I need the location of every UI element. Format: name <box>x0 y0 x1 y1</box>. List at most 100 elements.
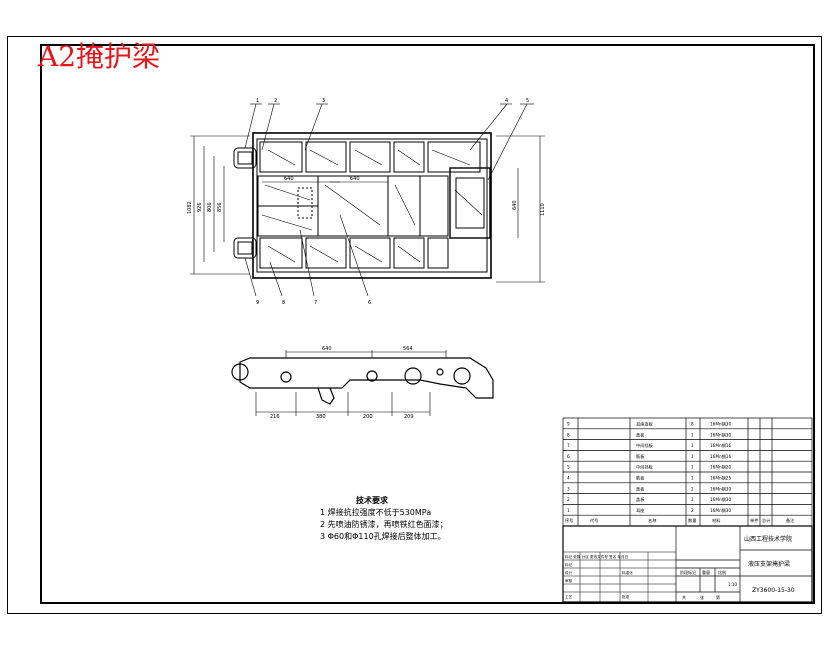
bom-header-total_weight: 总计 <box>762 517 770 524</box>
center-plate <box>297 187 313 219</box>
drawing-stamp-title: A2掩护梁 <box>38 40 161 73</box>
side-hole-2 <box>366 370 378 382</box>
outer-border <box>7 36 822 614</box>
bom-cell-material: 16Mn钢30 <box>710 431 731 438</box>
bom-cell-name: 盖板 <box>636 485 645 492</box>
bom-cell-qty: 1 <box>691 432 694 437</box>
bom-cell-material: 16Mn钢20 <box>710 464 731 471</box>
sheet-a: 共 <box>682 594 686 600</box>
school-name: 山西工程技术学院 <box>744 535 792 543</box>
note-2: 2 先喷油防锈漆，再喷铁红色面漆； <box>320 520 448 529</box>
side-hole-small <box>436 368 444 376</box>
side-view <box>231 350 494 416</box>
row-process: 工艺 <box>565 594 573 599</box>
drawing-frame <box>40 44 815 604</box>
std-label: 标准化 <box>622 570 633 575</box>
side-dim-216: 216 <box>270 414 280 420</box>
callout-9: 9 <box>256 300 259 306</box>
bom-cell-qty: 2 <box>691 508 694 513</box>
side-hole-3 <box>404 367 422 385</box>
side-hook <box>317 387 335 405</box>
plan-dim-lines <box>190 135 545 283</box>
technical-notes: 技术要求 1 焊接抗拉强度不低于530MPa 2 先喷油防锈漆，再喷铁红色面漆；… <box>320 495 448 543</box>
scale-value: 1:10 <box>728 582 737 587</box>
bom-cell-material: 16Mn钢25 <box>710 475 731 482</box>
bom-cell-no: 4 <box>567 476 570 481</box>
side-dim-lines <box>255 350 447 416</box>
side-hole-4 <box>453 367 471 385</box>
bom-header-unit_weight: 单件 <box>750 517 758 524</box>
bom-cell-material: 16Mn钢30 <box>710 496 731 503</box>
side-dim-209: 209 <box>404 414 414 420</box>
bom-header-code: 代号 <box>590 517 598 524</box>
bom-cell-no: 8 <box>567 432 570 437</box>
weld-marks <box>261 149 483 263</box>
title-block <box>562 525 813 603</box>
note-1: 1 焊接抗拉强度不低于530MPa <box>320 508 432 517</box>
side-hole-1 <box>280 371 292 383</box>
bom-header-material: 材料 <box>712 517 721 524</box>
bom-cell-qty: 1 <box>691 454 694 459</box>
scale-label: 比例 <box>718 569 726 575</box>
plan-inner-outline <box>256 138 488 273</box>
bom-cell-no: 3 <box>567 486 570 491</box>
dim-926: 926 <box>197 202 203 212</box>
callout-6: 6 <box>368 300 371 306</box>
weight-label: 重量 <box>702 569 710 575</box>
side-dim-640: 640 <box>322 346 332 352</box>
sheet-c: 第 <box>716 594 720 600</box>
bom-cell-no: 7 <box>567 443 570 448</box>
bom-cell-qty: 2 <box>691 486 694 491</box>
bom-cell-qty: 1 <box>691 497 694 502</box>
side-dim-380: 380 <box>316 414 326 420</box>
plan-outline <box>252 132 492 279</box>
dim-640-b: 640 <box>350 176 360 182</box>
bom-table <box>562 417 813 527</box>
bom-cell-material: 16Mn钢30 <box>710 485 731 492</box>
bom-cell-qty: 1 <box>691 476 694 481</box>
bom-header-remark: 备注 <box>786 517 795 524</box>
drawing-name: 液压支架掩护梁 <box>748 560 790 568</box>
right-end-box <box>449 167 491 239</box>
bom-cell-name: 耳座连板 <box>636 421 654 428</box>
side-dim-564: 564 <box>403 346 413 352</box>
callout-5: 5 <box>526 98 529 104</box>
bom-cell-qty: 1 <box>691 443 694 448</box>
bom-cell-material: 16Mn钢30 <box>710 507 731 514</box>
callout-7: 7 <box>314 300 317 306</box>
lug-pin-top <box>237 151 253 165</box>
stage-label: 阶段标记 <box>680 569 696 575</box>
drawing-number: ZY3600-15-30 <box>752 587 795 594</box>
dim-640-vertical: 640 <box>512 200 518 210</box>
bom-header-no: 序号 <box>565 517 573 524</box>
callout-3: 3 <box>322 98 325 104</box>
callout-4: 4 <box>505 98 508 104</box>
dim-640-a: 640 <box>284 176 294 182</box>
bom-cell-no: 2 <box>567 497 570 502</box>
bottom-row-cells <box>259 237 449 269</box>
callout-leaders <box>244 103 534 297</box>
lug-pin-bottom <box>237 241 253 255</box>
bom-cell-qty: 8 <box>691 422 694 427</box>
revision-header: 标记 处数 分区 更改文件号 签名 年月日 <box>565 554 628 559</box>
bom-cell-material: 16Mn钢16 <box>710 442 731 449</box>
bom-cell-no: 1 <box>567 508 570 513</box>
callout-2: 2 <box>274 98 277 104</box>
bom-cell-name: 盖板 <box>636 496 645 503</box>
bom-cell-no: 9 <box>567 422 570 427</box>
row-design: 设计 <box>565 570 573 575</box>
dim-806: 806 <box>207 202 213 212</box>
side-outline <box>239 357 494 399</box>
row-review: 审核 <box>565 578 573 583</box>
bom-cell-name: 盖板 <box>636 431 645 438</box>
bom-cell-material: 16Mn钢30 <box>710 421 731 428</box>
bom-cell-name: 耳座 <box>636 507 644 514</box>
bom-cell-name: 筋板 <box>636 475 645 482</box>
dim-1110: 1110 <box>540 203 546 216</box>
dim-856: 856 <box>217 202 223 212</box>
row-mark: 标记 <box>565 562 573 567</box>
side-pin-hole <box>231 363 249 381</box>
callout-1: 1 <box>256 98 259 104</box>
